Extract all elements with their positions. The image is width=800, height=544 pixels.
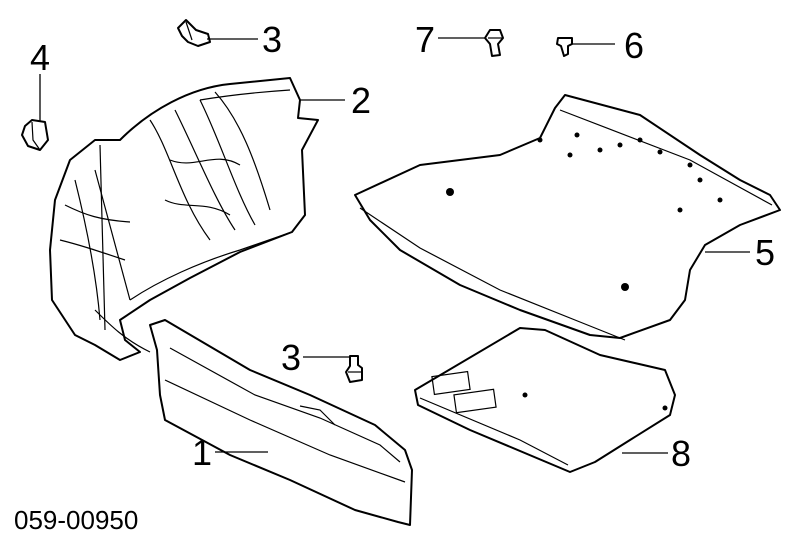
callout-4: 4 [30, 37, 50, 78]
callout-3-mid: 3 [281, 337, 301, 378]
callout-5: 5 [755, 232, 775, 273]
callout-1: 1 [192, 432, 212, 473]
callout-6: 6 [624, 25, 644, 66]
callout-2: 2 [351, 80, 371, 121]
clip-part-7 [484, 29, 504, 57]
leader-lines [39, 37, 750, 454]
callout-7: 7 [415, 19, 435, 60]
clip-part-3-top [177, 19, 211, 47]
callout-3-top: 3 [262, 19, 282, 60]
callout-8: 8 [671, 433, 691, 474]
grommet-part-4 [21, 119, 49, 151]
drawing-code: 059-00950 [14, 505, 138, 535]
floor-mat-part-8 [414, 327, 676, 473]
floor-panel-part-5 [354, 94, 781, 341]
clip-part-3-mid [345, 355, 363, 383]
side-trim-panel-part-2 [49, 77, 319, 361]
rivet-part-6 [556, 37, 573, 57]
scuff-plate-part-1 [149, 319, 413, 526]
